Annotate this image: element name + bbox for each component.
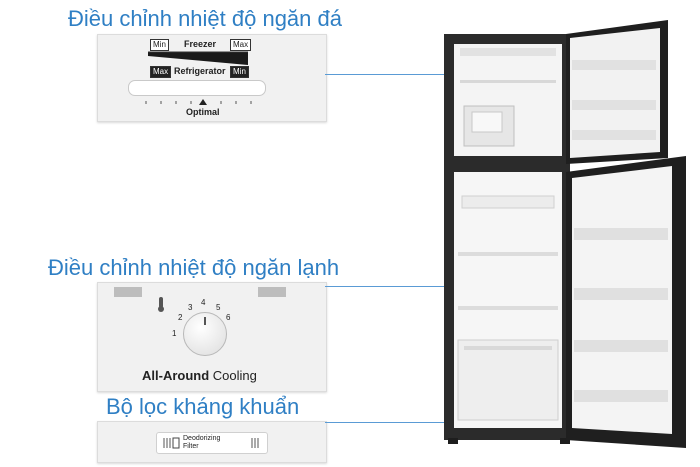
thermometer-icon [158, 297, 164, 312]
filter-leader-v [510, 298, 511, 423]
freezer-label: Freezer [184, 39, 217, 49]
optimal-slider[interactable] [128, 80, 266, 96]
dial-number-5: 5 [216, 303, 221, 312]
dial-number-2: 2 [178, 313, 183, 322]
filter-caption: Bộ lọc kháng khuẩn [106, 394, 300, 419]
fridge-door [566, 156, 686, 448]
ice-tray [463, 105, 515, 147]
freezer-control-caption: Điều chỉnh nhiệt độ ngăn đá [68, 6, 342, 31]
filter-leader-h [325, 422, 510, 423]
deodorizing-filter-badge: Deodorizing Filter [156, 432, 268, 454]
min-top-tag: Min [150, 39, 169, 51]
filter-panel: Deodorizing Filter [97, 421, 327, 463]
slider-ticks [145, 99, 252, 105]
freezer-door [566, 20, 668, 164]
fridge-compartment [454, 172, 562, 428]
fridge-leader-h [325, 286, 511, 287]
fridge-control-panel: 1 2 3 4 5 6 All-Around Cooling [97, 282, 327, 392]
freezer-leader-h [325, 74, 512, 75]
dial-number-1: 1 [172, 329, 177, 338]
filter-text: Deodorizing Filter [183, 435, 220, 451]
fridge-control-caption: Điều chỉnh nhiệt độ ngăn lạnh [48, 255, 340, 280]
cooling-rest: Cooling [212, 368, 257, 383]
freezer-control-panel: Min Freezer Max Max Refrigerator Min Opt… [97, 34, 327, 122]
freezer-leader-dot [511, 115, 514, 118]
optimal-marker-icon [199, 99, 207, 105]
freezer-compartment [454, 44, 562, 156]
max-bottom-tag: Max [150, 66, 172, 78]
dial-indicator [204, 317, 206, 325]
filter-grill-right-icon [251, 438, 259, 448]
dial-number-4: 4 [201, 298, 206, 307]
cooling-bold: All-Around [142, 368, 210, 383]
cooling-label: All-Around Cooling [142, 368, 257, 383]
optimal-label: Optimal [186, 107, 220, 117]
temperature-dial[interactable] [183, 312, 227, 356]
left-vent [114, 287, 142, 297]
min-bottom-tag: Min [230, 66, 249, 78]
filter-grill-icon [163, 437, 180, 449]
filter-leader-dot [509, 296, 512, 299]
dial-number-6: 6 [226, 313, 231, 322]
crisper-drawer [457, 339, 559, 421]
temperature-wedge-icon [148, 51, 248, 65]
right-vent [258, 287, 286, 297]
refrigerator-label: Refrigerator [174, 66, 226, 76]
freezer-leader-v [512, 74, 513, 116]
dial-number-3: 3 [188, 303, 193, 312]
max-top-tag: Max [230, 39, 252, 51]
filter-line-2: Filter [183, 443, 199, 450]
fridge-leader-dot [510, 230, 513, 233]
filter-line-1: Deodorizing [183, 435, 221, 442]
fridge-leader-v [511, 232, 512, 287]
